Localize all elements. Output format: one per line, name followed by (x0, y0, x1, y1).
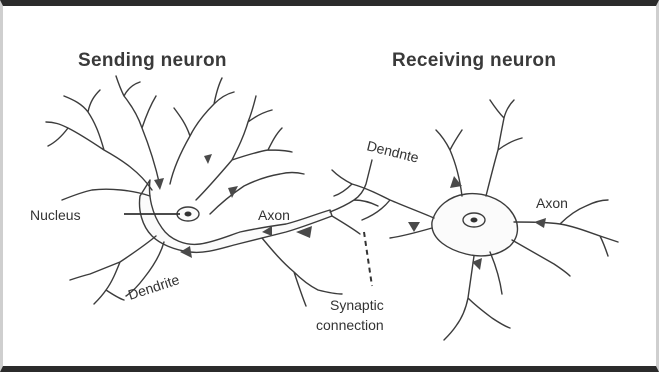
sending-neuron (46, 76, 378, 306)
sending-dendrite-upper-right (196, 96, 304, 214)
receiving-axon (512, 200, 618, 276)
synapse-pointer (364, 232, 372, 286)
receiving-dendrite-label: Dendnte (365, 137, 420, 165)
receiving-arrow-left (408, 222, 420, 232)
nucleus-label: Nucleus (30, 207, 81, 223)
synaptic-label-line1: Synaptic (330, 297, 384, 313)
receiving-axon-label: Axon (536, 195, 568, 211)
sending-axon-terminal (330, 160, 378, 234)
receiving-neuron-title: Receiving neuron (392, 50, 556, 71)
sending-arrow-1 (154, 178, 164, 190)
sending-axon-label: Axon (258, 207, 290, 223)
sending-dendrite-lower-right (262, 238, 342, 306)
receiving-axon-arrow (534, 218, 546, 228)
receiving-nucleolus (471, 218, 478, 223)
sending-arrow-5 (204, 154, 212, 164)
sending-dendrite-label: Dendrite (126, 271, 181, 303)
receiving-dendrite-top (436, 100, 522, 196)
sending-neuron-title: Sending neuron (78, 50, 227, 71)
synaptic-label-line2: connection (316, 317, 384, 333)
sending-cell-body (140, 180, 333, 252)
sending-dendrite-upper-left (46, 90, 152, 200)
sending-nucleolus (185, 212, 192, 217)
